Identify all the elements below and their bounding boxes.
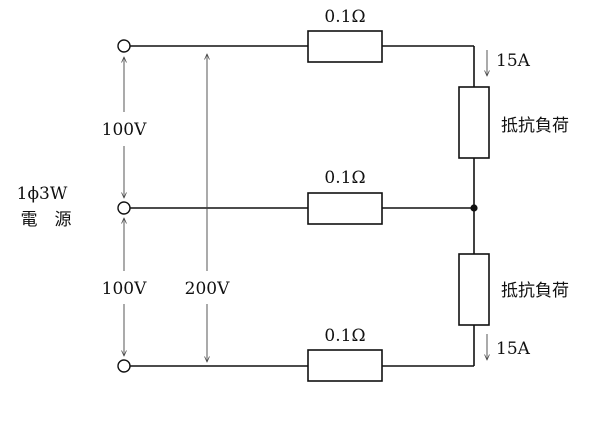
middle-terminal: [117, 201, 131, 215]
upper-load-resistor: [458, 86, 490, 159]
source-label-line2: 電 源: [21, 210, 72, 230]
lower-voltage-label: 100V: [102, 279, 147, 299]
lower-load-label: 抵抗負荷: [501, 281, 569, 301]
middle-resistor-label: 0.1Ω: [324, 168, 365, 188]
middle-line-resistor: [307, 192, 383, 225]
top-terminal: [117, 39, 131, 53]
source-label-line1: 1ϕ3W: [17, 184, 68, 204]
bottom-line-resistor: [307, 349, 383, 382]
bottom-resistor-label: 0.1Ω: [324, 326, 365, 346]
total-voltage-label: 200V: [185, 279, 230, 299]
top-resistor-label: 0.1Ω: [324, 7, 365, 27]
current-bottom-label: 15A: [496, 339, 531, 359]
current-top-label: 15A: [496, 51, 531, 71]
top-line-resistor: [307, 30, 383, 63]
bottom-terminal: [117, 359, 131, 373]
junction-dot: [470, 204, 478, 212]
lower-load-resistor: [458, 253, 490, 326]
upper-voltage-label: 100V: [102, 120, 147, 140]
upper-load-label: 抵抗負荷: [501, 116, 569, 136]
